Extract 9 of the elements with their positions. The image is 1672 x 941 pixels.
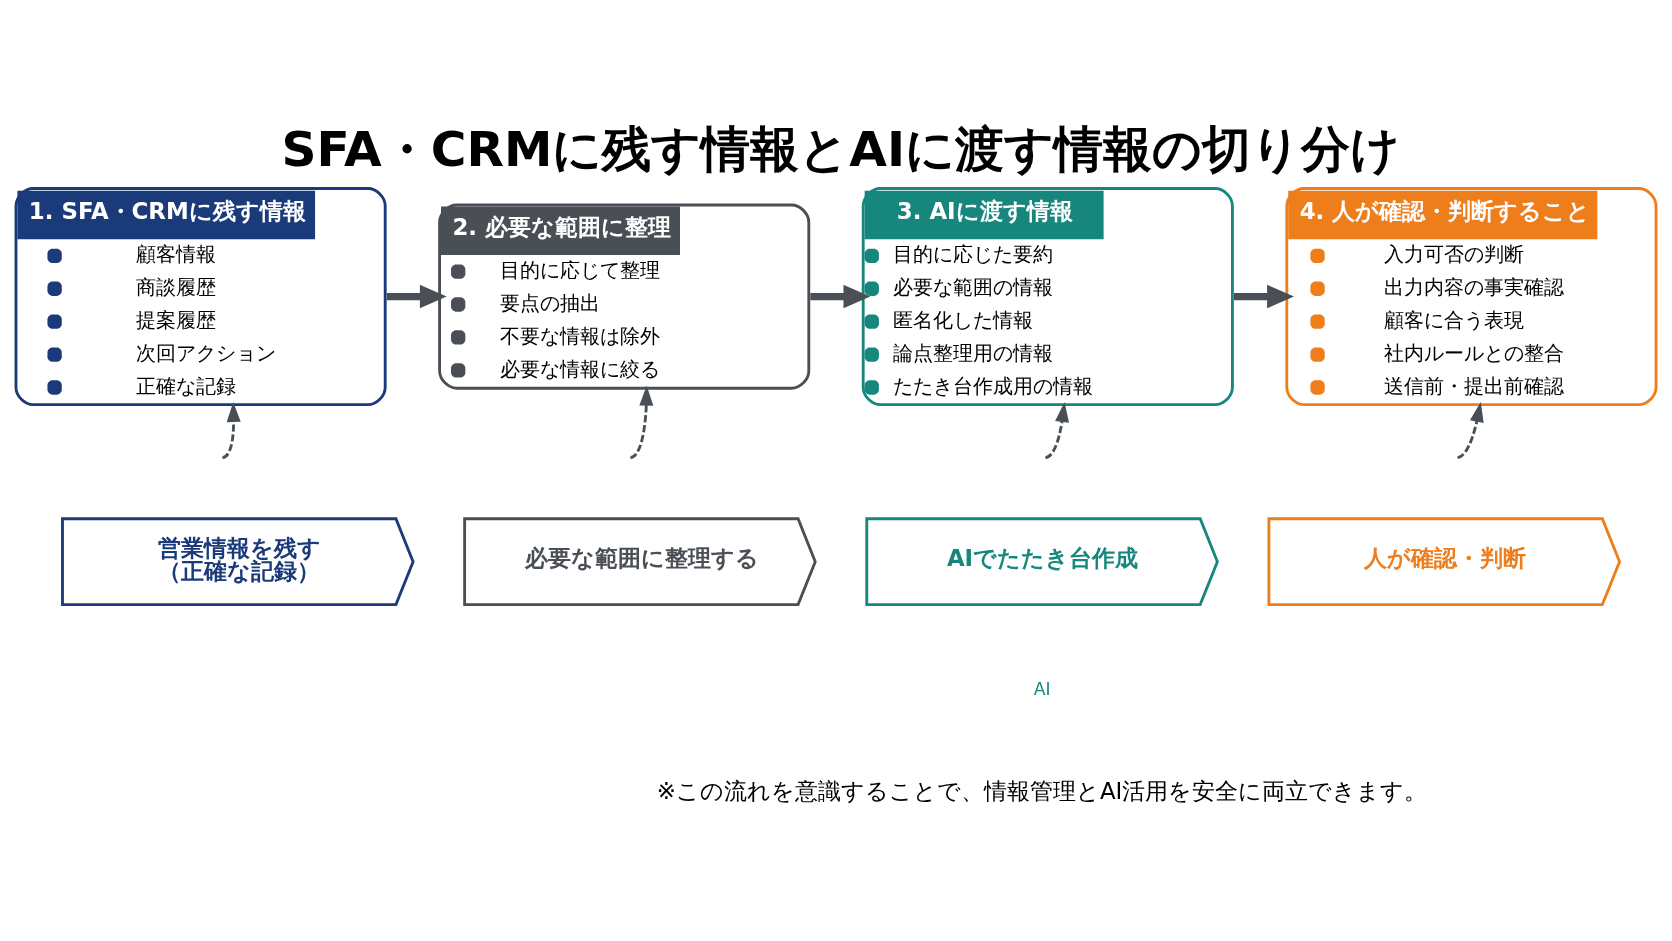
diagram-title: SFA・CRMに残す情報とAIに渡す情報の切り分け [281,120,1401,177]
arrow [1233,284,1294,308]
arrow [386,284,447,308]
arrow [1457,401,1484,459]
arrow [222,401,241,459]
arrow [1044,401,1069,459]
arrow [629,385,654,459]
label: AI [1033,678,1051,699]
caption: ※この流れを意識することで、情報管理とAI活用を安全に両立できます。 [656,777,1428,804]
